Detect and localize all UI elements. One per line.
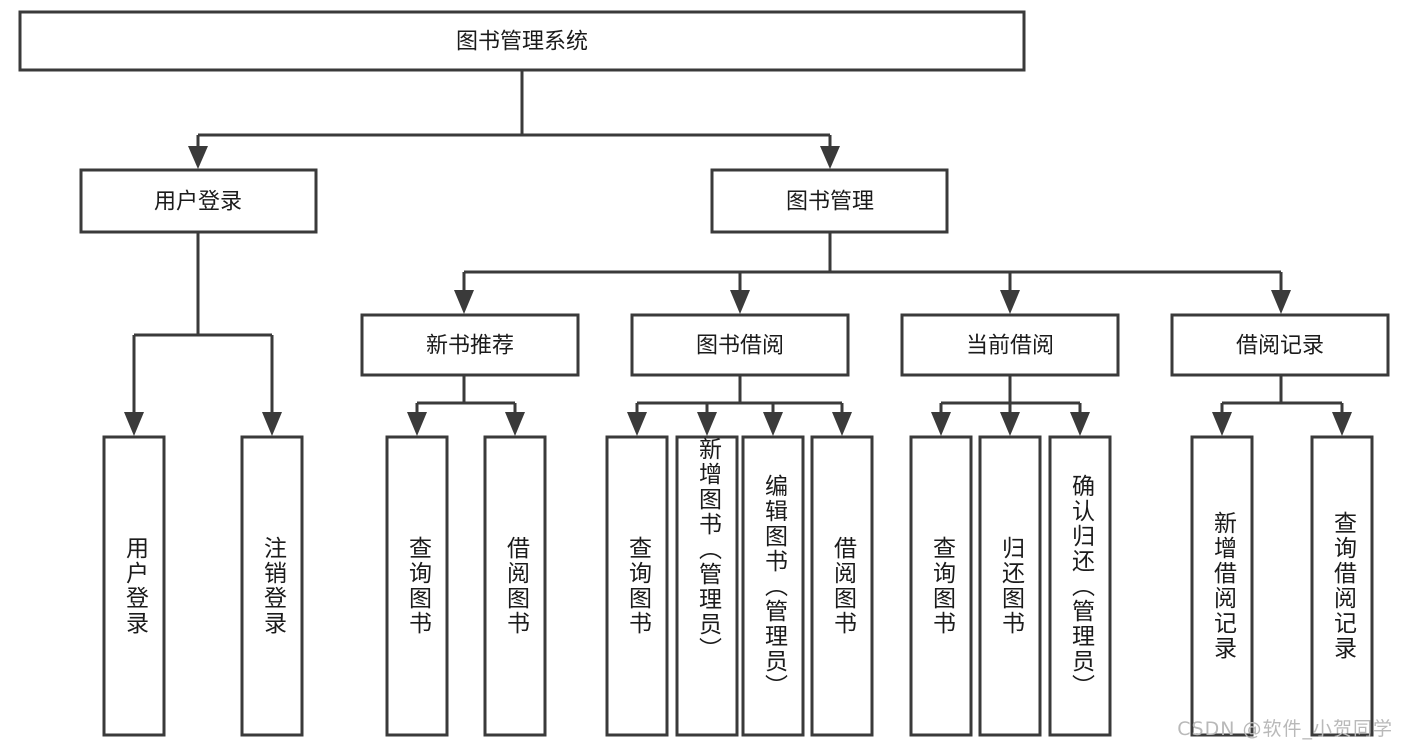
arrow-head-borrow-record-leaf-0	[1212, 412, 1232, 436]
node-book-manage-label: 图书管理	[786, 190, 874, 215]
node-borrow-record[interactable]: 借阅记录	[1170, 313, 1390, 377]
node-book-manage-box[interactable]	[710, 168, 949, 234]
arrow-head-new-book-leaf-0	[407, 412, 427, 436]
node-book-borrow-box[interactable]	[630, 313, 850, 377]
arrow-head-borrow-record	[1271, 290, 1291, 314]
node-book-borrow[interactable]: 图书借阅	[630, 313, 850, 377]
arrow-head-current-borrow-leaf-2	[1070, 412, 1090, 436]
connector-user-login-to-leaves	[124, 232, 282, 436]
arrow-head-new-book	[454, 290, 474, 314]
arrow-head-user-login-leaf-0	[124, 412, 144, 436]
connector-book-manage-to-level2	[454, 232, 1291, 314]
node-root-system[interactable]: 图书管理系统	[18, 10, 1026, 72]
node-book-manage[interactable]: 图书管理	[710, 168, 949, 234]
arrow-head-borrow-record-leaf-1	[1332, 412, 1352, 436]
arrow-head-current-borrow	[1000, 290, 1020, 314]
node-new-book-recommend-box[interactable]	[360, 313, 580, 377]
node-current-borrow[interactable]: 当前借阅	[900, 313, 1120, 377]
leaf-box-new-book-0[interactable]	[385, 435, 449, 737]
node-new-book-recommend[interactable]: 新书推荐	[360, 313, 580, 377]
connector-new-book-to-leaves	[407, 375, 525, 436]
arrow-head-current-borrow-leaf-1	[1000, 412, 1020, 436]
arrow-head-new-book-leaf-1	[505, 412, 525, 436]
leaf-box-current-borrow-0[interactable]	[909, 435, 973, 737]
leaf-box-borrow-record-0[interactable]	[1190, 435, 1254, 737]
arrow-head-user-login	[188, 146, 208, 169]
arrow-head-book-borrow	[730, 290, 750, 314]
node-current-borrow-label: 当前借阅	[966, 334, 1054, 359]
arrow-head-book-borrow-leaf-3	[832, 412, 852, 436]
node-new-book-recommend-label: 新书推荐	[426, 334, 514, 359]
node-root-system-box[interactable]	[18, 10, 1026, 72]
leaf-box-user-login-1[interactable]	[240, 435, 304, 737]
connector-book-borrow-to-leaves	[627, 375, 852, 436]
leaf-box-book-borrow-1[interactable]	[675, 435, 739, 737]
node-borrow-record-label: 借阅记录	[1236, 334, 1324, 359]
connector-root-to-level1	[188, 70, 840, 169]
leaf-box-user-login-0[interactable]	[102, 435, 166, 737]
node-current-borrow-box[interactable]	[900, 313, 1120, 377]
node-root-system-label: 图书管理系统	[456, 30, 588, 55]
arrow-head-user-login-leaf-1	[262, 412, 282, 436]
arrow-head-book-manage	[820, 146, 840, 169]
connector-borrow-record-to-leaves	[1212, 375, 1352, 436]
connector-current-borrow-to-leaves	[931, 375, 1090, 436]
leaf-box-new-book-1[interactable]	[483, 435, 547, 737]
watermark-text: CSDN @软件_小贺同学	[1177, 718, 1393, 740]
arrow-head-book-borrow-leaf-0	[627, 412, 647, 436]
node-user-login[interactable]: 用户登录	[79, 168, 318, 234]
leaf-box-book-borrow-2[interactable]	[741, 435, 805, 737]
node-borrow-record-box[interactable]	[1170, 313, 1390, 377]
leaf-box-current-borrow-1[interactable]	[978, 435, 1042, 737]
leaf-box-borrow-record-1[interactable]	[1310, 435, 1374, 737]
leaf-box-book-borrow-3[interactable]	[810, 435, 874, 737]
leaf-box-current-borrow-2[interactable]	[1048, 435, 1112, 737]
node-user-login-box[interactable]	[79, 168, 318, 234]
node-user-login-label: 用户登录	[154, 190, 242, 215]
node-book-borrow-label: 图书借阅	[696, 334, 784, 359]
arrow-head-book-borrow-leaf-2	[763, 412, 783, 436]
leaf-box-book-borrow-0[interactable]	[605, 435, 669, 737]
arrow-head-book-borrow-leaf-1	[697, 412, 717, 436]
arrow-head-current-borrow-leaf-0	[931, 412, 951, 436]
